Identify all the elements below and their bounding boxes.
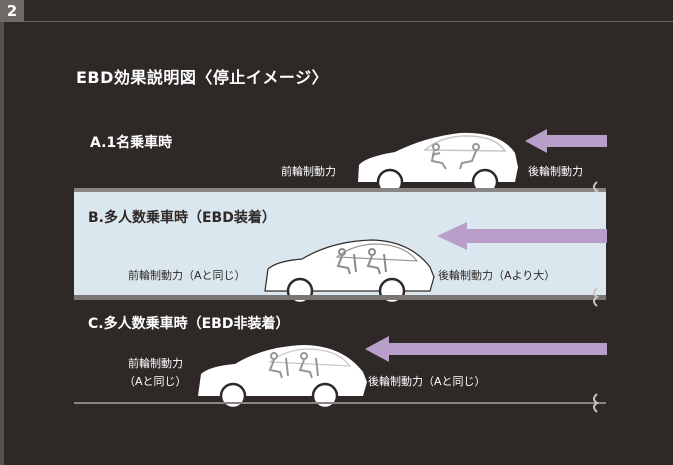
passenger-icon: [430, 143, 480, 170]
section-c-front-force: 前輪制動力: [128, 357, 183, 370]
section-a-label: A.1名乗車時: [90, 135, 173, 151]
section-c-front-force-note: （Aと同じ）: [124, 375, 187, 388]
direction-arrow-icon: [525, 129, 607, 153]
section-c-rear-force: 後輪制動力（Aと同じ）: [368, 375, 486, 388]
section-b-front-force: 前輪制動力（Aと同じ）: [128, 269, 246, 282]
passenger-icon: [336, 248, 387, 275]
section-a-road: [74, 188, 606, 193]
direction-arrow-icon: [437, 222, 607, 250]
road-break-icon: [593, 393, 599, 413]
section-a-front-force: 前輪制動力: [281, 165, 336, 178]
section-a-rear-force: 後輪制動力: [528, 165, 583, 178]
section-b-rear-force: 後輪制動力（Aより大）: [438, 269, 556, 282]
section-c-road: [74, 402, 606, 404]
section-c-label: C.多人数乗車時（EBD非装着）: [88, 316, 290, 332]
diagram-title: EBD効果説明図〈停止イメージ〉: [76, 68, 329, 87]
passenger-icon: [268, 352, 319, 379]
road-break-icon: [593, 287, 599, 307]
left-rule: [0, 22, 4, 465]
page-number-badge: 2: [0, 0, 24, 22]
direction-arrow-icon: [365, 336, 607, 362]
section-b-road: [74, 295, 606, 300]
header-rule: [24, 21, 673, 22]
section-b-label: B.多人数乗車時（EBD装着）: [88, 210, 276, 226]
